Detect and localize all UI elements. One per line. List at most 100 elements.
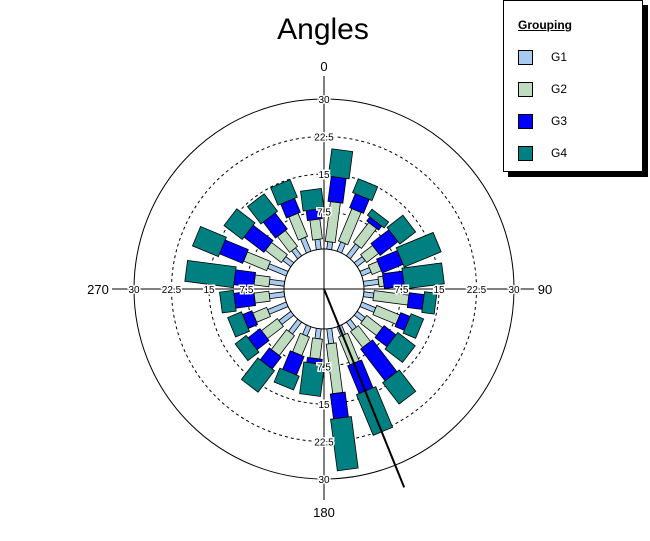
bar-segment-g4 — [184, 259, 237, 289]
legend-item-g1: G1 — [518, 49, 567, 65]
legend-item-g2: G2 — [518, 81, 567, 97]
bar-segment-g4 — [240, 357, 276, 393]
bar-segment-g1 — [345, 243, 361, 260]
radial-tick-label: 30 — [128, 285, 140, 296]
bar-segment-g1 — [362, 291, 375, 299]
bar-segment-g1 — [267, 301, 289, 315]
radial-tick-label: 7.5 — [317, 208, 331, 219]
legend-item-g4: G4 — [518, 145, 567, 161]
mean-vector-line — [323, 288, 406, 488]
direction-label-90: 90 — [538, 282, 552, 297]
bar-stack — [325, 327, 359, 472]
bar-stack — [219, 289, 286, 314]
radial-tick-label: 22.5 — [314, 438, 334, 449]
radial-tick-label: 30 — [318, 475, 330, 486]
radial-tick-label: 22.5 — [467, 285, 487, 296]
bar-stack — [353, 310, 416, 364]
radial-tick-label: 7.5 — [317, 363, 331, 374]
bar-segment-g2 — [292, 332, 311, 357]
bar-stack — [345, 208, 390, 260]
bar-segment-g2 — [253, 274, 271, 288]
legend-title: Grouping — [518, 18, 572, 32]
radial-tick-label: 15 — [203, 285, 215, 296]
bar-segment-g4 — [395, 231, 442, 268]
bar-segment-g4 — [299, 361, 326, 397]
bar-segment-g2 — [309, 337, 323, 360]
bar-segment-g1 — [300, 236, 312, 254]
bar-segment-g4 — [366, 208, 390, 229]
bar-segment-g4 — [246, 193, 279, 225]
bar-segment-g1 — [314, 238, 322, 251]
bar-segment-g4 — [234, 334, 260, 362]
bar-segment-g4 — [402, 313, 425, 339]
bar-stack — [353, 214, 417, 268]
legend-swatch — [518, 81, 533, 97]
bar-segment-g4 — [355, 386, 394, 436]
radial-tick-label: 15 — [318, 400, 330, 411]
bar-stack — [227, 301, 289, 338]
bar-segment-g1 — [326, 327, 335, 345]
bar-segment-g3 — [327, 176, 347, 204]
legend: Grouping G1 G2 G3 G4 — [503, 0, 643, 172]
bar-segment-g4 — [352, 178, 379, 202]
bar-segment-g3 — [406, 292, 425, 310]
bar-segment-g2 — [288, 212, 309, 241]
bar-segment-g1 — [314, 327, 322, 340]
bar-stack — [359, 231, 442, 277]
bar-stack — [240, 318, 303, 393]
bar-segment-g1 — [359, 301, 377, 313]
bar-stack — [336, 178, 379, 254]
radial-tick-label: 22.5 — [314, 133, 334, 144]
bar-segment-g4 — [421, 291, 438, 315]
bar-segment-g3 — [329, 391, 349, 420]
bar-stack — [270, 179, 312, 254]
radial-tick-label: 15 — [433, 285, 445, 296]
bar-segment-g1 — [326, 241, 334, 251]
bar-segment-g4 — [401, 262, 445, 290]
bar-stack — [223, 208, 295, 268]
radial-tick-label: 7.5 — [240, 285, 254, 296]
bar-segment-g4 — [330, 416, 359, 472]
bar-segment-g4 — [227, 311, 251, 338]
bar-segment-g1 — [362, 278, 380, 287]
bars — [184, 148, 445, 472]
bar-segment-g4 — [270, 179, 298, 206]
bar-segment-g4 — [382, 369, 417, 405]
bar-segment-g2 — [243, 251, 272, 272]
bar-segment-g1 — [278, 310, 295, 326]
radial-tick-label: 7.5 — [395, 285, 409, 296]
bar-segment-g4 — [219, 289, 237, 314]
bar-stack — [273, 324, 312, 391]
direction-label-180: 180 — [313, 505, 335, 520]
legend-swatch — [518, 49, 533, 65]
bar-segment-g4 — [384, 331, 416, 364]
bar-segment-g4 — [386, 214, 417, 245]
legend-swatch — [518, 113, 533, 129]
legend-label: G1 — [551, 50, 568, 64]
direction-label-0: 0 — [320, 59, 327, 74]
chart-title: Angles — [277, 13, 369, 46]
bar-segment-g1 — [267, 263, 289, 277]
bar-segment-g2 — [372, 304, 401, 325]
legend-item-g3: G3 — [518, 113, 567, 129]
bar-stack — [191, 225, 289, 277]
bar-stack — [362, 262, 445, 290]
bar-stack — [324, 148, 354, 251]
legend-label: G3 — [551, 114, 568, 128]
bar-segment-g4 — [327, 148, 354, 180]
bar-segment-g4 — [300, 188, 325, 212]
bar-stack — [299, 327, 326, 397]
bar-stack — [345, 318, 417, 405]
bar-segment-g2 — [309, 218, 323, 241]
bar-stack — [359, 301, 425, 339]
legend-swatch — [518, 145, 533, 161]
bar-stack — [246, 193, 303, 260]
bar-stack — [184, 259, 286, 289]
bar-segment-g4 — [191, 225, 227, 258]
direction-label-270: 270 — [87, 282, 109, 297]
bar-segment-g1 — [268, 291, 286, 300]
radial-tick-label: 22.5 — [162, 285, 182, 296]
bar-segment-g4 — [273, 367, 300, 391]
